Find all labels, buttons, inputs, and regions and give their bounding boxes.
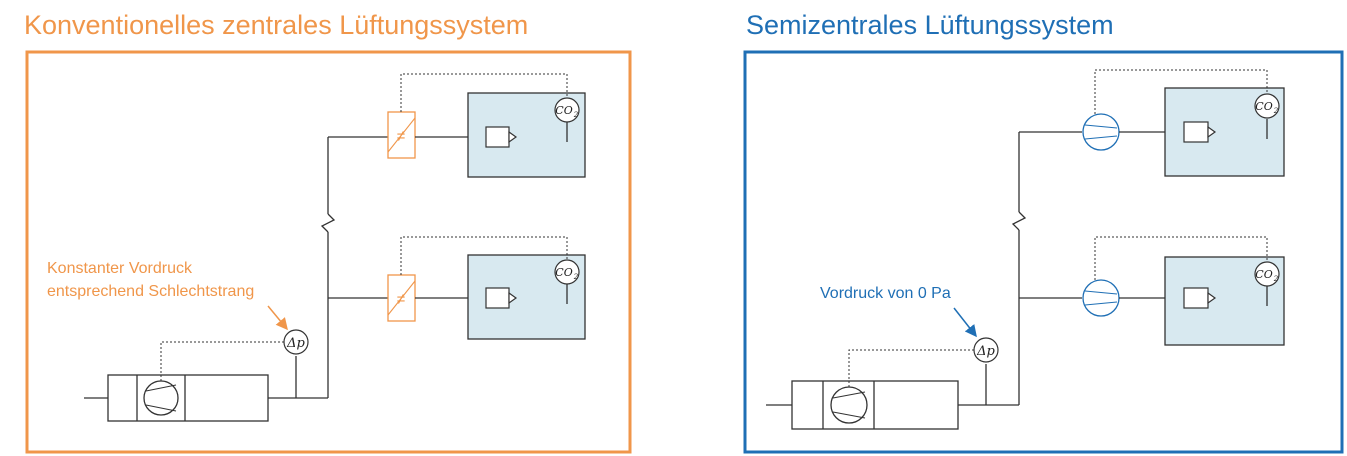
annotation-arrow [267,305,288,331]
volume-damper-lower: ≠ [387,274,416,322]
co2-label: CO [555,266,572,279]
panel-semicentral: Δp Vordruck von 0 Pa CO 2 [743,50,1344,454]
co2-sensor-lower: CO 2 [554,259,580,285]
pressure-sensor-label: Δp [286,336,305,351]
co2-sensor-lower: CO 2 [1254,261,1280,287]
title-conventional-system: Konventionelles zentrales Lüftungssystem [24,10,529,40]
signal-line [400,73,568,112]
diffuser-icon [485,126,510,148]
pressure-sensor-left: Δp [283,329,309,355]
volume-damper-upper: ≠ [387,111,416,159]
duct-break-icon [1011,211,1027,231]
co2-subscript: 2 [573,111,579,119]
signal-line [160,341,284,381]
damper-symbol: ≠ [397,291,405,308]
co2-label: CO [1255,268,1272,281]
title-semicentral-system: Semizentrales Lüftungssystem [746,10,1114,40]
co2-subscript: 2 [573,273,579,281]
duct-break-icon [320,213,336,233]
annotation-line-1: Konstanter Vordruck [47,260,193,277]
co2-subscript: 2 [1273,275,1279,283]
damper-symbol: ≠ [397,128,405,145]
panel-frame-left [25,50,632,454]
signal-line [848,349,974,387]
pressure-sensor-right: Δp [973,337,999,363]
co2-label: CO [1255,100,1272,113]
annotation-text: Vordruck von 0 Pa [820,285,951,302]
diffuser-icon [1183,287,1209,309]
panel-conventional: Δp Konstanter Vordruck entsprechend Schl… [25,50,632,454]
annotation-arrow [953,307,977,338]
local-fan-lower [1082,279,1120,317]
panel-frame-right [743,50,1344,454]
signal-line [400,236,568,275]
co2-sensor-upper: CO 2 [1254,93,1280,119]
fan-icon [830,386,868,424]
diffuser-icon [1183,121,1209,143]
co2-label: CO [555,104,572,117]
annotation-line-2: entsprechend Schlechtstrang [47,283,254,300]
co2-sensor-upper: CO 2 [554,97,580,123]
air-handling-unit-left [107,374,269,422]
signal-line [1094,69,1268,114]
air-handling-unit-right [791,380,959,430]
signal-line [1094,236,1268,280]
co2-subscript: 2 [1273,107,1279,115]
local-fan-upper [1082,113,1120,151]
pressure-sensor-label: Δp [976,344,995,359]
diffuser-icon [485,287,510,309]
fan-icon [143,380,179,416]
